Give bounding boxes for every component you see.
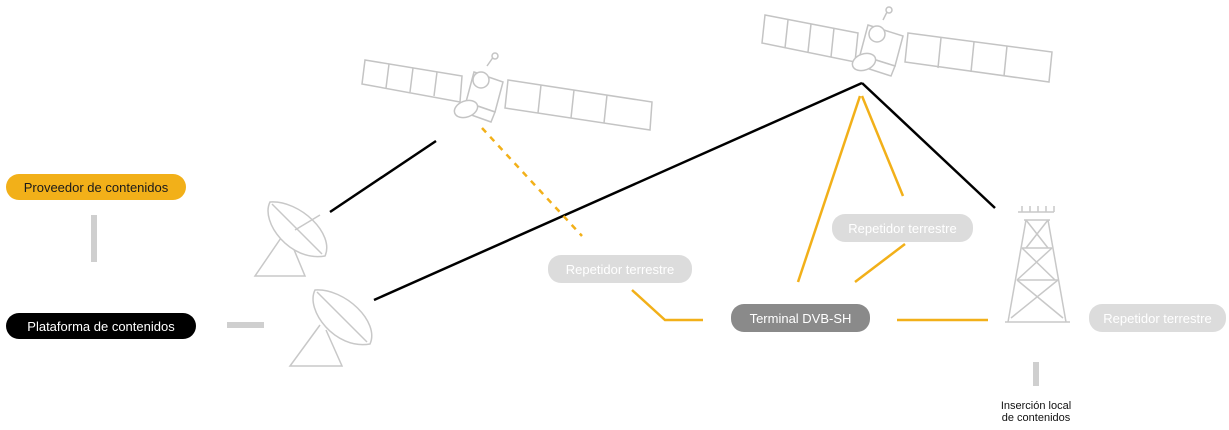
signal-dashed-line <box>482 128 582 236</box>
node-terminal: Terminal DVB-SH <box>731 304 870 332</box>
insercion-caption: Inserción local de contenidos <box>986 400 1086 424</box>
uplink-line <box>330 141 436 212</box>
node-proveedor: Proveedor de contenidos <box>6 174 186 200</box>
node-repetidor-right: Repetidor terrestre <box>1089 304 1226 332</box>
satellite-icon <box>362 53 652 130</box>
signal-line <box>855 244 905 282</box>
insercion-caption-line1: Inserción local <box>986 400 1086 412</box>
node-plataforma: Plataforma de contenidos <box>6 313 196 339</box>
node-repetidor-left: Repetidor terrestre <box>548 255 692 283</box>
insercion-caption-line2: de contenidos <box>986 412 1086 424</box>
dish-antenna-icon <box>255 202 327 276</box>
signal-line <box>632 290 703 320</box>
signal-line <box>862 96 903 196</box>
node-repetidor-center: Repetidor terrestre <box>832 214 973 242</box>
transmission-tower-icon <box>1005 206 1070 322</box>
satellite-icon <box>762 7 1052 82</box>
signal-line <box>798 96 860 282</box>
dish-antenna-icon <box>290 290 372 366</box>
